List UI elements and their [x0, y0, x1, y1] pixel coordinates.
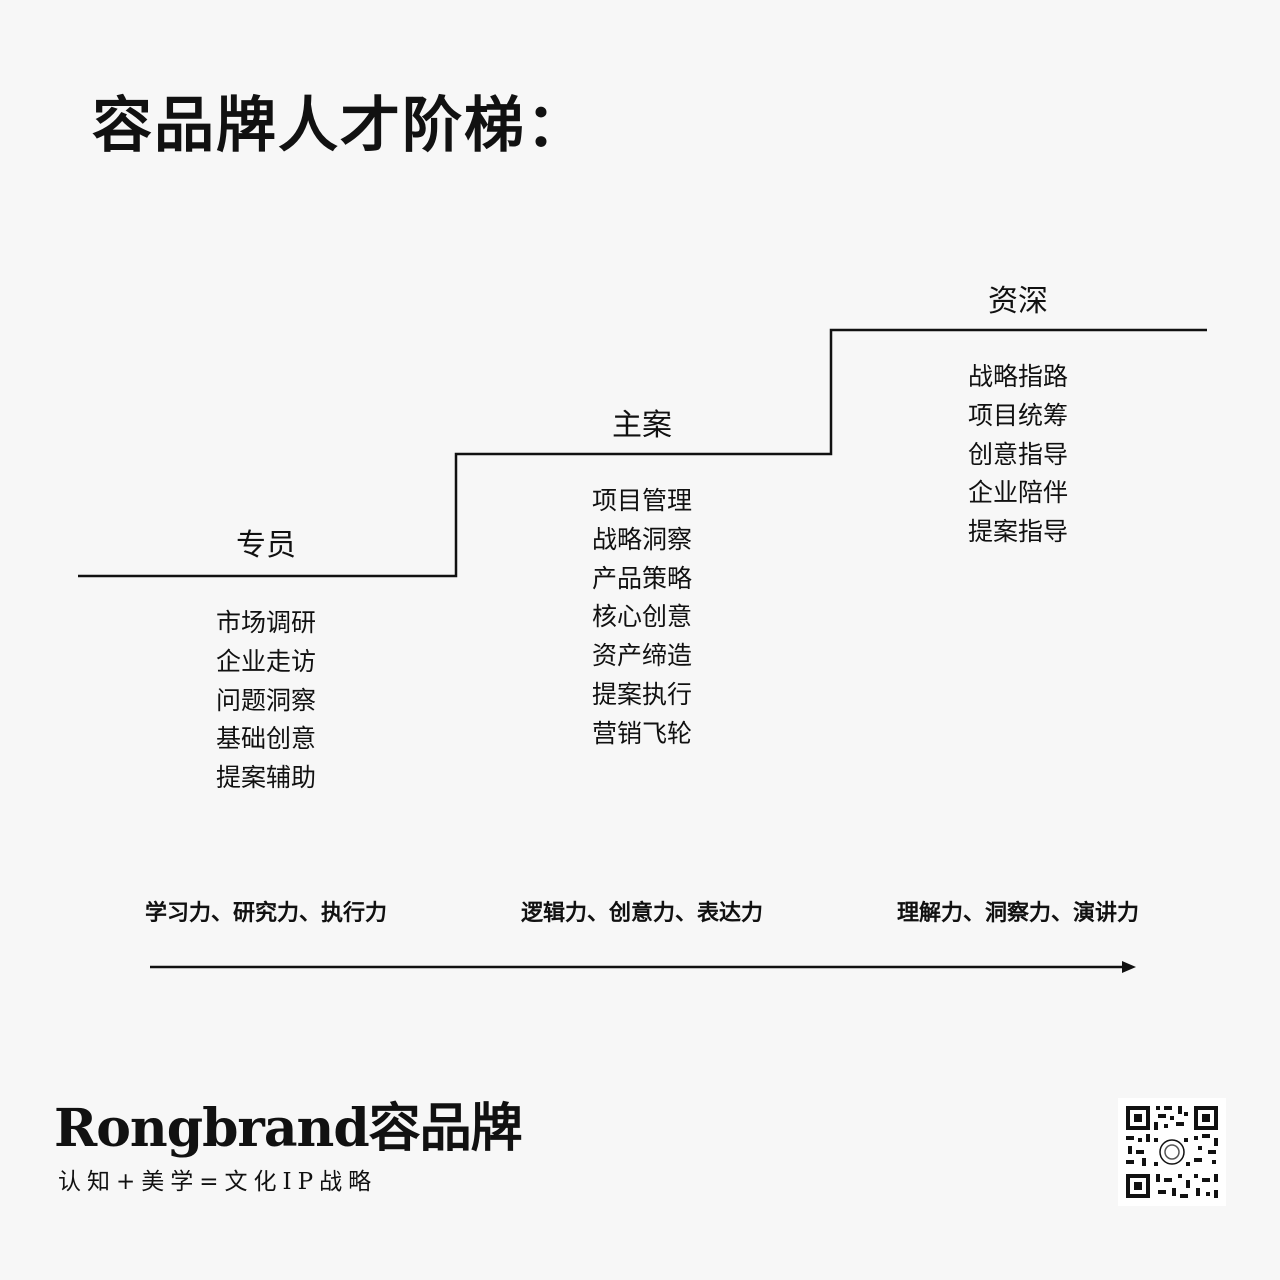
task-item: 提案指导 [967, 517, 1068, 547]
task-item: 战略指路 [967, 362, 1068, 391]
task-item: 提案执行 [591, 679, 692, 709]
task-item: 基础创意 [215, 724, 316, 754]
task-item: 核心创意 [591, 602, 692, 632]
staircase-line [78, 328, 1207, 578]
level-title-specialist: 专员 [236, 528, 296, 563]
task-item: 提案辅助 [215, 763, 316, 793]
progression-arrow-head [1122, 961, 1136, 973]
page-title: 容品牌人才阶梯： [92, 91, 588, 161]
qr-code-icon [1118, 1098, 1226, 1206]
task-item: 企业走访 [215, 646, 316, 676]
ability-group-1: 学习力、研究力、执行力 [144, 901, 387, 926]
task-item: 项目统筹 [967, 400, 1068, 430]
task-item: 战略洞察 [591, 524, 692, 554]
level-tasks-senior: 战略指路 项目统筹 创意指导 企业陪伴 提案指导 [918, 358, 1118, 552]
task-item: 资产缔造 [591, 641, 692, 671]
ability-group-2: 逻辑力、创意力、表达力 [520, 901, 763, 926]
level-title-lead: 主案 [612, 408, 672, 443]
ability-group-3: 理解力、洞察力、演讲力 [896, 901, 1139, 926]
level-tasks-specialist: 市场调研 企业走访 问题洞察 基础创意 提案辅助 [166, 604, 366, 798]
task-item: 营销飞轮 [591, 718, 692, 748]
task-item: 创意指导 [967, 439, 1068, 469]
brand-slogan: 认知+美学=文化IP战略 [58, 1169, 378, 1195]
task-item: 市场调研 [215, 608, 316, 637]
task-item: 企业陪伴 [967, 478, 1068, 508]
task-item: 产品策略 [591, 563, 692, 593]
brand-logo-text: Rongbrand容品牌 [54, 1098, 523, 1159]
task-item: 问题洞察 [215, 685, 316, 715]
level-tasks-lead: 项目管理 战略洞察 产品策略 核心创意 资产缔造 提案执行 营销飞轮 [542, 482, 742, 754]
task-item: 项目管理 [591, 486, 692, 515]
level-title-senior: 资深 [988, 284, 1048, 319]
